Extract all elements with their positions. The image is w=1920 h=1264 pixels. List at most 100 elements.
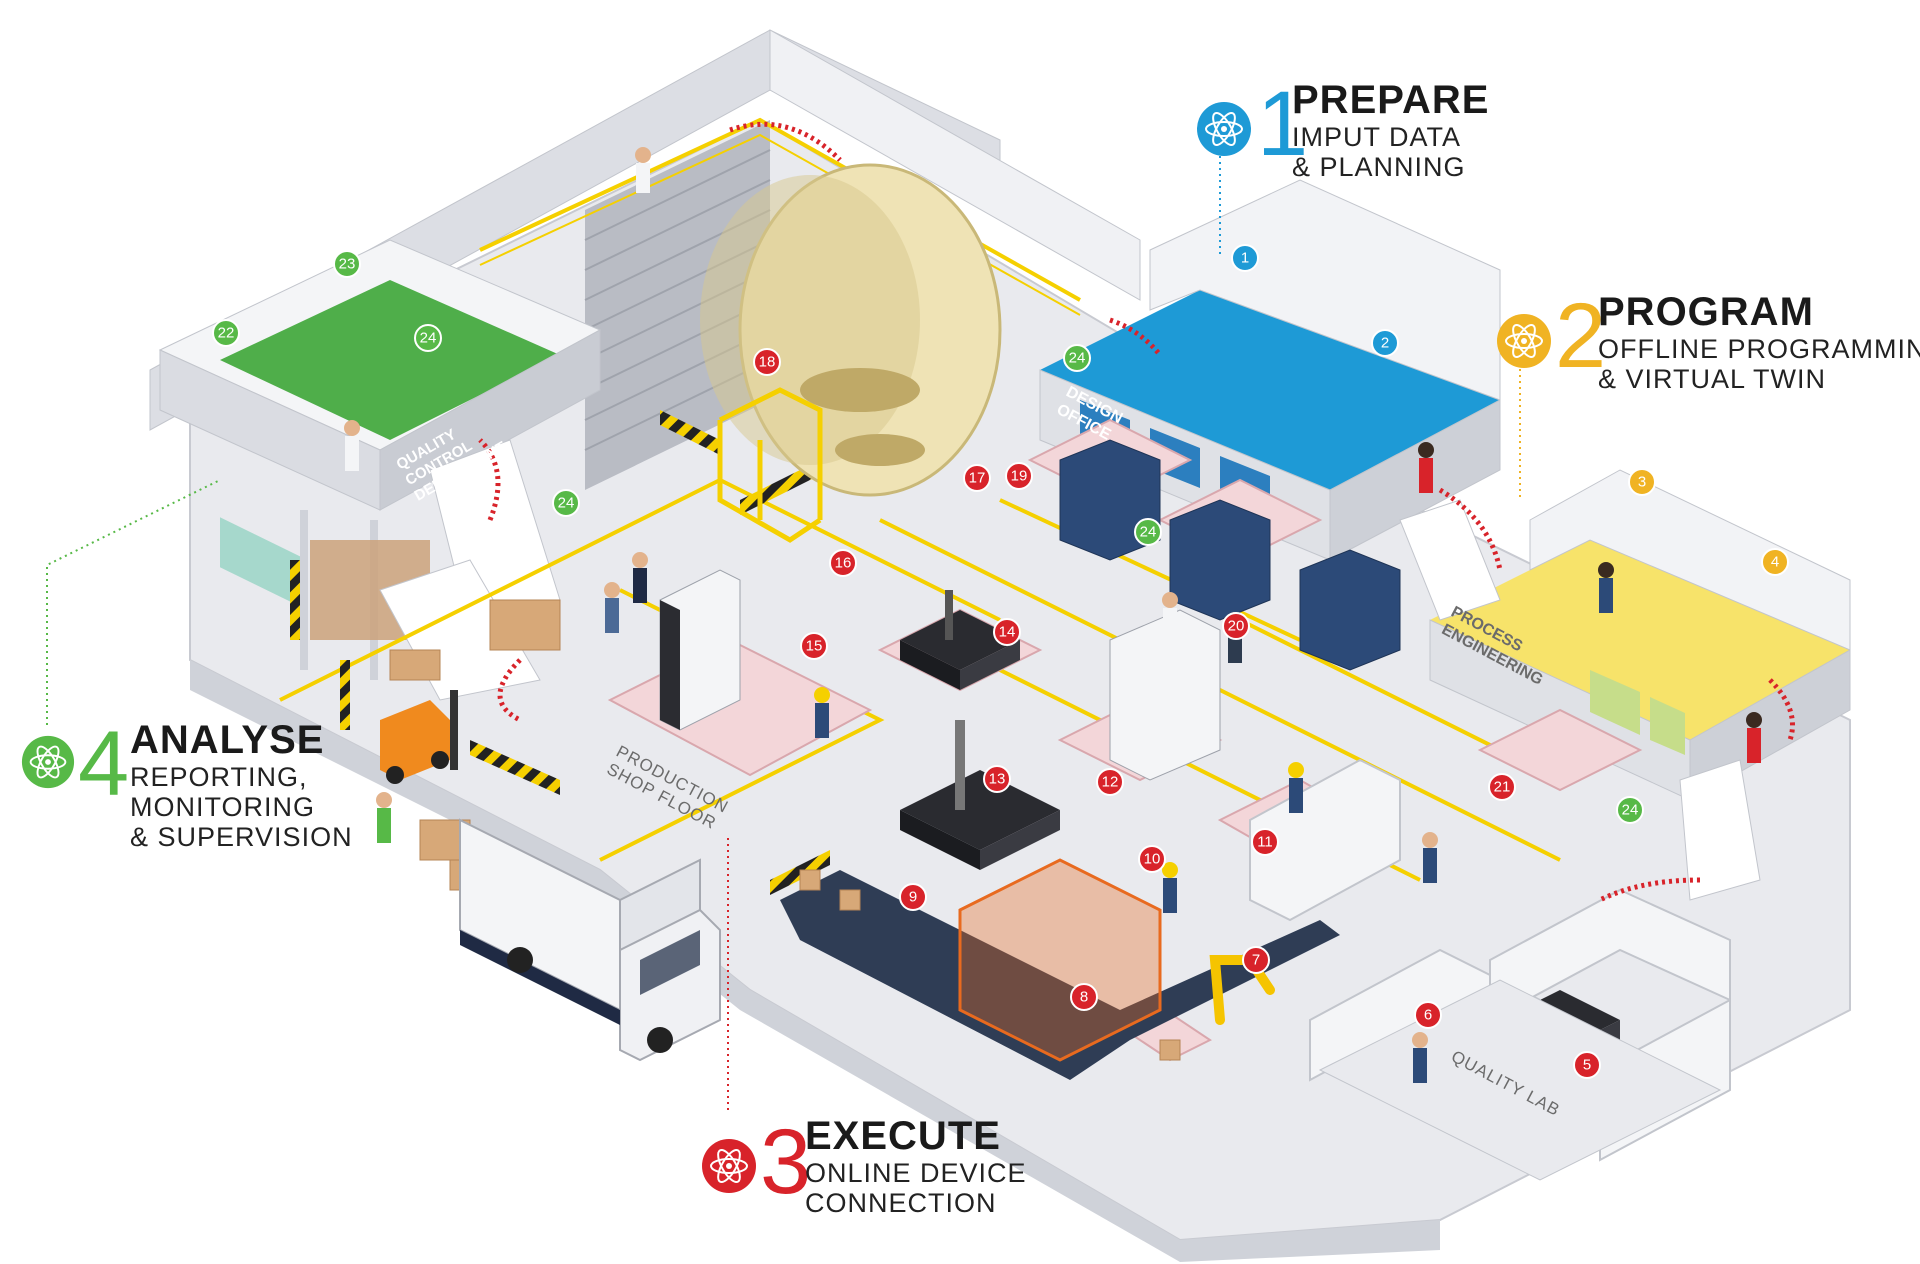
scaffold bbox=[717, 387, 823, 543]
badge-circle bbox=[1222, 612, 1250, 640]
process-engineering-back-wall bbox=[1529, 469, 1851, 651]
scanner-machine bbox=[659, 569, 741, 731]
cmm-machine bbox=[900, 590, 1020, 690]
badge-number: 5 bbox=[1583, 1057, 1591, 1074]
step-subtitle-line: OFFLINE PROGRAMMING bbox=[1598, 334, 1920, 364]
badge-circle bbox=[993, 618, 1021, 646]
step-badge: 24 bbox=[1616, 796, 1644, 824]
robot-cell-fence bbox=[958, 858, 1162, 1062]
step-badge: 6 bbox=[1414, 1001, 1442, 1029]
badge-number: 10 bbox=[1144, 851, 1161, 868]
step-subtitle-line: & SUPERVISION bbox=[130, 822, 353, 852]
badge-circle bbox=[552, 489, 580, 517]
badge-circle bbox=[1096, 768, 1124, 796]
scanner-machine bbox=[1109, 609, 1221, 781]
step-title: ANALYSE bbox=[130, 718, 325, 762]
step-badge: 14 bbox=[993, 618, 1021, 646]
step-badge: 23 bbox=[333, 250, 361, 278]
process-eng-stairs bbox=[1679, 759, 1761, 901]
badge-number: 11 bbox=[1257, 834, 1273, 851]
badge-circle bbox=[1138, 845, 1166, 873]
quality-control-green-zone bbox=[220, 280, 560, 440]
step-number: 2 bbox=[1555, 285, 1607, 387]
badge-number: 16 bbox=[835, 555, 852, 572]
badge-circle bbox=[963, 464, 991, 492]
step-badge: 8 bbox=[1070, 983, 1098, 1011]
badge-number: 13 bbox=[989, 771, 1006, 788]
step-title: EXECUTE bbox=[805, 1114, 1001, 1158]
badge-number: 18 bbox=[759, 354, 776, 371]
step-badge: 4 bbox=[1761, 548, 1789, 576]
badge-circle bbox=[1005, 462, 1033, 490]
step-number: 4 bbox=[78, 713, 130, 815]
flow-arrows bbox=[478, 121, 1795, 903]
conveyor-belt bbox=[780, 870, 1340, 1080]
badge-number: 24 bbox=[558, 495, 575, 512]
badge-number: 19 bbox=[1011, 468, 1028, 485]
atom-icon bbox=[702, 1139, 756, 1193]
step-badge: 3 bbox=[1628, 468, 1656, 496]
badge-number: 14 bbox=[999, 624, 1016, 641]
badge-circle bbox=[1761, 548, 1789, 576]
step-title: PREPARE bbox=[1292, 78, 1490, 122]
badge-number: 3 bbox=[1638, 474, 1646, 491]
step-badge: 7 bbox=[1242, 946, 1270, 974]
step-badge: 13 bbox=[983, 765, 1011, 793]
badge-circle bbox=[1488, 773, 1516, 801]
badge-number: 1 bbox=[1241, 250, 1249, 267]
step-badge: 16 bbox=[829, 549, 857, 577]
atom-icon bbox=[1197, 102, 1251, 156]
badge-circle bbox=[1063, 344, 1091, 372]
step-badge: 22 bbox=[212, 319, 240, 347]
step-connectors bbox=[46, 150, 1521, 1110]
badge-number: 2 bbox=[1381, 335, 1389, 352]
badge-number: 6 bbox=[1424, 1007, 1432, 1024]
badge-circle bbox=[1242, 946, 1270, 974]
step-badge: 12 bbox=[1096, 768, 1124, 796]
atom-icon bbox=[1497, 314, 1551, 368]
cmm-machine bbox=[900, 720, 1060, 870]
badge-circle bbox=[1371, 329, 1399, 357]
badge-circle bbox=[1573, 1051, 1601, 1079]
numbered-badges: 1234222324242424245678910111213141516171… bbox=[212, 244, 1789, 1079]
step-badge: 9 bbox=[899, 883, 927, 911]
badge-circle bbox=[753, 348, 781, 376]
delivery-truck bbox=[459, 818, 721, 1062]
badge-circle bbox=[983, 765, 1011, 793]
badge-number: 24 bbox=[1140, 524, 1157, 541]
fuselage-cylinder bbox=[700, 163, 1002, 497]
badge-circle bbox=[1070, 983, 1098, 1011]
step-badge: 10 bbox=[1138, 845, 1166, 873]
step-badge: 21 bbox=[1488, 773, 1516, 801]
step-number: 3 bbox=[760, 1111, 812, 1213]
step-prepare: 1 PREPARE IMPUT DATA & PLANNING bbox=[1195, 78, 1495, 188]
design-office-floor bbox=[1040, 290, 1500, 490]
step-number: 1 bbox=[1257, 73, 1309, 175]
badge-number: 22 bbox=[218, 325, 235, 342]
badge-circle bbox=[1414, 1001, 1442, 1029]
step-subtitle-line: REPORTING, bbox=[130, 762, 308, 792]
badge-circle bbox=[899, 883, 927, 911]
badge-circle bbox=[333, 250, 361, 278]
step-title: PROGRAM bbox=[1598, 290, 1814, 334]
design-office-back-wall bbox=[1149, 179, 1501, 401]
step-badge: 18 bbox=[753, 348, 781, 376]
step-subtitle-line: & PLANNING bbox=[1292, 152, 1466, 182]
badge-circle bbox=[1628, 468, 1656, 496]
badge-number: 15 bbox=[806, 638, 823, 655]
badge-circle bbox=[1134, 518, 1162, 546]
yellow-robot-arm bbox=[1209, 955, 1275, 1025]
workers bbox=[344, 147, 1762, 1083]
badge-circle bbox=[414, 324, 442, 352]
badge-circle bbox=[1616, 796, 1644, 824]
step-badge: 15 bbox=[800, 632, 828, 660]
step-badge: 2 bbox=[1371, 329, 1399, 357]
badge-number: 21 bbox=[1494, 779, 1511, 796]
step-subtitle-line: CONNECTION bbox=[805, 1188, 997, 1218]
step-badge: 1 bbox=[1231, 244, 1259, 272]
badge-circle bbox=[829, 549, 857, 577]
qc-window bbox=[220, 517, 300, 607]
step-badge: 24 bbox=[1063, 344, 1091, 372]
step-badge: 24 bbox=[552, 489, 580, 517]
